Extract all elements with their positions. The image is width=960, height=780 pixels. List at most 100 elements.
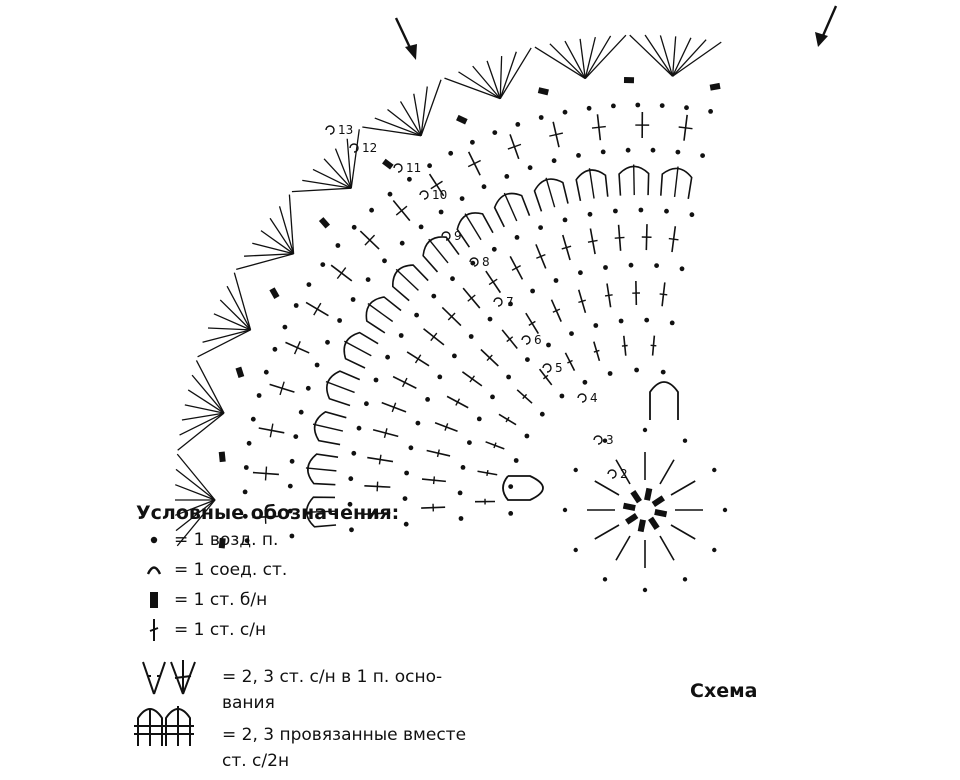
chain-dot xyxy=(689,212,695,218)
rect-icon xyxy=(150,592,158,608)
single-crochet-mark xyxy=(382,158,394,170)
chain-dot xyxy=(418,224,424,230)
fan-stroke xyxy=(659,35,674,77)
chain-dot xyxy=(660,369,666,375)
round-7-chain xyxy=(457,317,675,521)
stitch-bar xyxy=(383,428,388,438)
stitch-bar xyxy=(659,293,668,296)
chain-dot xyxy=(708,109,713,114)
fan-stroke xyxy=(499,47,532,99)
stitch-bar xyxy=(430,332,438,342)
stitch-bar xyxy=(313,302,322,316)
chain-dot xyxy=(487,316,493,322)
chain-dot xyxy=(459,196,465,202)
round-14-fans xyxy=(175,34,722,547)
chain-dot xyxy=(504,174,510,179)
chain-dot xyxy=(513,458,519,463)
stitch-bar xyxy=(536,253,546,259)
cluster-mid xyxy=(367,303,394,323)
chain-dot xyxy=(679,266,685,272)
legend-decrease-line-2: ст. с/2н xyxy=(222,751,290,771)
stitch-bar xyxy=(401,377,408,388)
cluster-mid xyxy=(464,213,482,241)
fan-stroke xyxy=(564,40,586,79)
fan-stroke xyxy=(175,499,216,516)
stitch-bar xyxy=(668,237,679,241)
stitch-bar xyxy=(378,454,382,465)
arc-icon xyxy=(493,297,503,307)
stitch-bar xyxy=(376,481,379,492)
chain-dot xyxy=(356,425,362,431)
stitch-bar xyxy=(591,125,606,129)
diagram-center-motif xyxy=(502,381,728,593)
stitch-bar xyxy=(587,239,598,243)
center-stitch xyxy=(670,480,696,496)
stitch-bar xyxy=(486,470,489,476)
chain-dot xyxy=(365,277,371,282)
fan-stroke xyxy=(584,34,627,79)
fan-stroke xyxy=(236,253,294,270)
fan-stroke xyxy=(288,194,295,254)
fan-stroke xyxy=(499,51,517,99)
round-5-chain xyxy=(508,367,666,516)
stitch-bar xyxy=(414,354,422,364)
chain-dot xyxy=(293,434,299,439)
chain-dot xyxy=(527,165,533,171)
stitch-bar xyxy=(279,381,285,396)
chain-dot xyxy=(457,490,463,496)
single-crochet-mark xyxy=(218,537,226,549)
chain-dot xyxy=(399,240,405,246)
chain-dot xyxy=(525,357,530,362)
start-arrows xyxy=(394,5,838,60)
center-chain-dot xyxy=(573,547,578,553)
legend-dot-label: = 1 возд. п. xyxy=(174,530,279,550)
chain-dot xyxy=(398,333,404,338)
chain-dot xyxy=(415,420,421,426)
dot-icon xyxy=(150,536,158,544)
round-number: 3 xyxy=(606,433,614,447)
chain-dot xyxy=(263,369,269,375)
stitch-bar xyxy=(467,294,476,302)
chain-dot xyxy=(349,527,354,533)
stitch-bar xyxy=(511,265,521,271)
chain-dot xyxy=(350,297,356,302)
chain-dot xyxy=(403,521,409,527)
cluster-mid xyxy=(428,238,449,264)
center-petal xyxy=(502,475,544,501)
chain-dot xyxy=(569,331,574,336)
chain-dot xyxy=(638,207,644,213)
round-13-stitches xyxy=(252,112,693,524)
chain-dot xyxy=(508,511,514,516)
fan-stroke xyxy=(472,65,501,100)
single-crochet-mark xyxy=(235,366,245,378)
chain-dot xyxy=(431,293,437,299)
legend-increase-line-1: = 2, 3 ст. с/н в 1 п. осно- xyxy=(222,667,443,687)
fan-stroke xyxy=(226,285,252,331)
chain-dot xyxy=(243,465,249,470)
fan-stroke xyxy=(191,374,225,414)
chain-dot xyxy=(669,320,675,326)
fan-stroke xyxy=(260,230,294,255)
fan-stroke xyxy=(671,36,677,77)
stitch-bar xyxy=(395,205,408,216)
fan-stroke xyxy=(346,138,352,189)
stitch-bar xyxy=(486,354,493,362)
fan-stroke xyxy=(350,129,360,189)
cluster-mid xyxy=(632,164,635,196)
chain-dot xyxy=(289,458,295,464)
center-single-crochet xyxy=(625,513,639,525)
fan-stroke xyxy=(334,148,352,189)
chain-dot xyxy=(293,303,299,308)
center-chain-dot xyxy=(682,577,688,582)
v-stitch-3-icon xyxy=(170,660,196,695)
round-number: 5 xyxy=(555,361,563,375)
stitch-bar xyxy=(604,294,613,297)
arrow-right-icon xyxy=(815,5,838,47)
stitch-bar xyxy=(432,476,436,485)
center-chain-dot xyxy=(602,438,608,443)
chain-dot xyxy=(306,282,312,287)
chain-dot xyxy=(559,393,565,399)
chain-dot xyxy=(675,149,681,155)
center-single-crochet xyxy=(654,509,668,518)
chain-dot xyxy=(351,224,357,230)
